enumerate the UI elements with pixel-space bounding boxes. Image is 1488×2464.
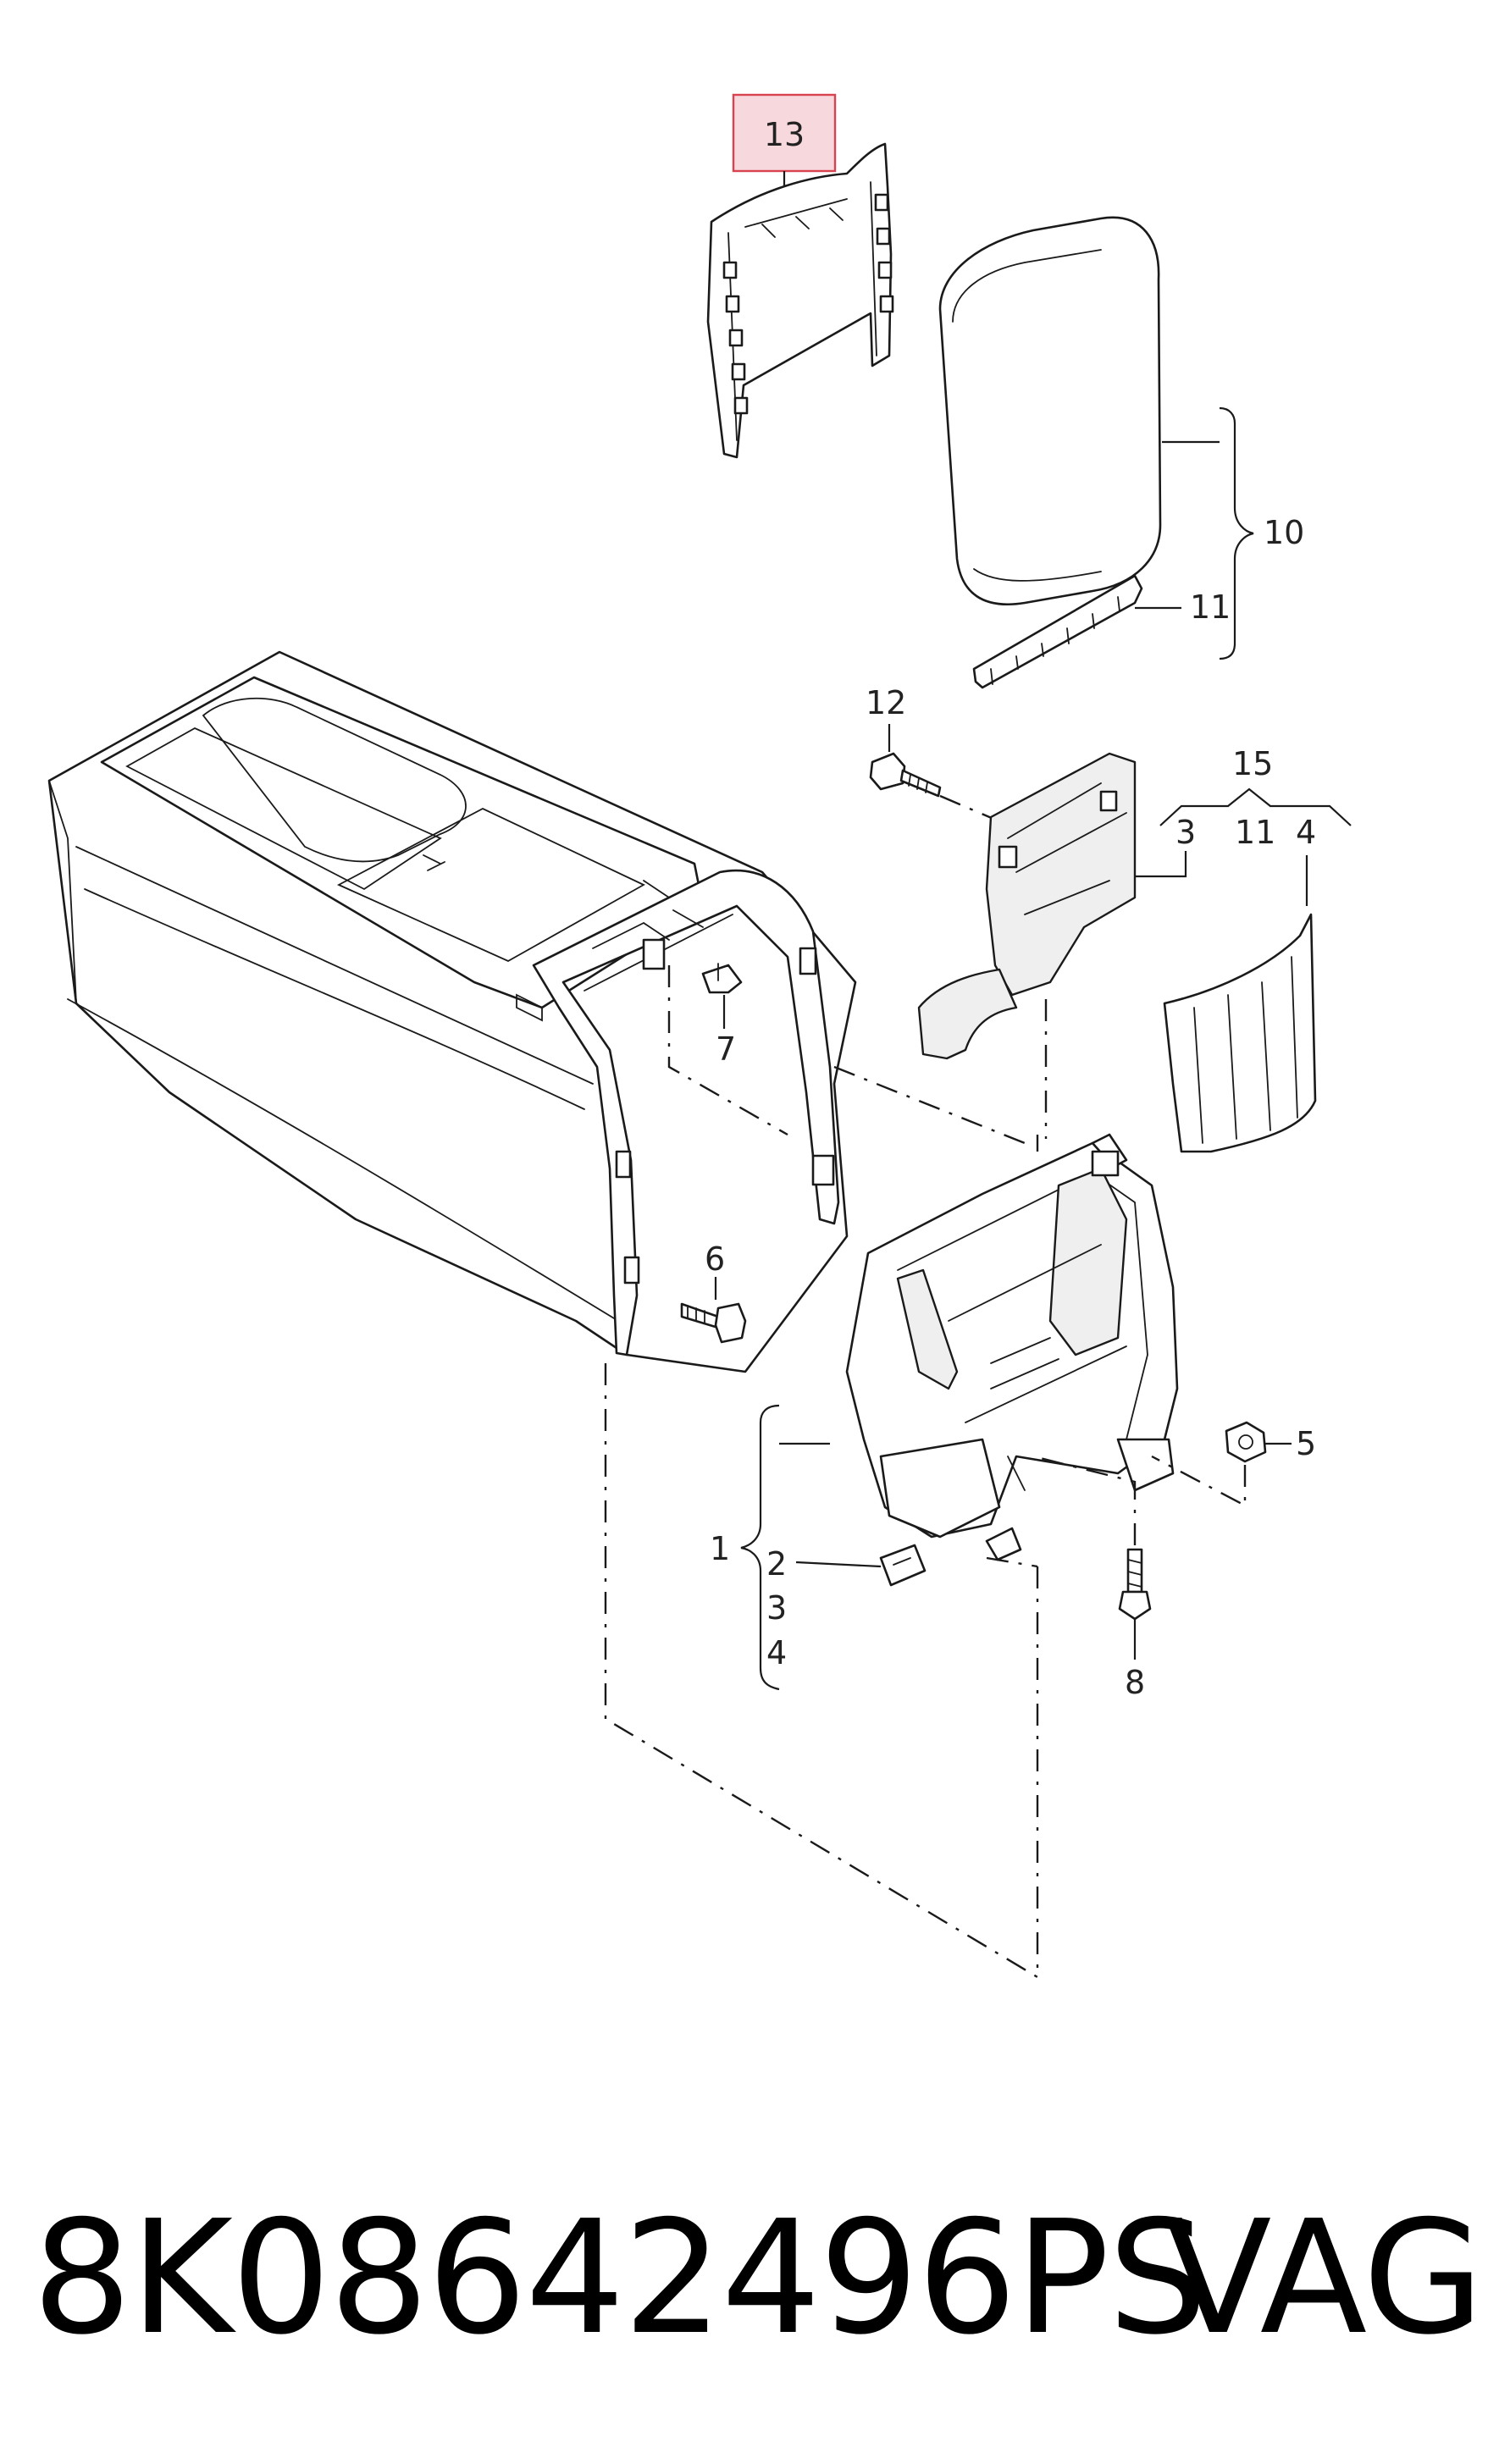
part-2-clip[interactable] — [879, 1544, 927, 1587]
part-12-bolt[interactable] — [869, 752, 942, 798]
part-7-clip[interactable] — [701, 963, 743, 994]
part-8-bolt[interactable] — [1118, 1548, 1152, 1621]
callout-11: 11 — [1190, 588, 1231, 626]
bracket-10 — [1162, 406, 1254, 660]
part-10-armrest-cushion[interactable] — [938, 216, 1162, 606]
callout-8: 8 — [1125, 1664, 1145, 1701]
callout-3b: 3 — [1175, 814, 1196, 851]
part-6-bolt[interactable] — [680, 1302, 747, 1344]
callout-10: 10 — [1264, 514, 1304, 551]
callout-11b: 11 — [1235, 814, 1275, 851]
leader-3 — [1135, 851, 1187, 878]
bracket-1 — [740, 1404, 830, 1691]
brand-text: VAG — [1164, 2186, 1484, 2369]
part-number-text: 8K08642496PS — [32, 2186, 1208, 2369]
callout-2: 2 — [766, 1545, 787, 1583]
callout-4b: 4 — [1296, 814, 1316, 851]
dashline-8 — [1032, 1455, 1137, 1545]
callout-7: 7 — [716, 1030, 736, 1068]
callout-13-label: 13 — [764, 116, 805, 153]
callout-6: 6 — [705, 1240, 725, 1278]
center-console-body[interactable] — [47, 650, 857, 1373]
dashline-7 — [667, 965, 788, 1136]
bracket-15 — [1159, 787, 1352, 826]
part-4-side-cover[interactable] — [1163, 913, 1317, 1153]
callout-3a: 3 — [766, 1589, 787, 1627]
callout-13[interactable]: 13 — [732, 93, 837, 186]
callout-4a: 4 — [766, 1634, 787, 1671]
leader-2 — [795, 1561, 882, 1568]
callout-12: 12 — [866, 684, 906, 721]
dashline-left-long — [604, 1363, 1038, 1979]
part-13-armrest-frame[interactable] — [706, 142, 894, 459]
part-console-rear-trim[interactable] — [532, 869, 840, 1356]
dashline-clip — [986, 1556, 1038, 1568]
dashline-trim-bracket — [833, 1065, 1026, 1145]
part-1-bracket-assembly[interactable] — [845, 1133, 1179, 1561]
part-3-upper-shell[interactable] — [917, 752, 1137, 1060]
callout-5: 5 — [1296, 1425, 1316, 1462]
part-5-nut[interactable] — [1225, 1421, 1267, 1463]
part-11-trim-strip[interactable] — [972, 574, 1143, 689]
dashline-12 — [939, 794, 1000, 823]
dashline-5 — [1151, 1455, 1247, 1507]
callout-1: 1 — [710, 1530, 730, 1567]
callout-15: 15 — [1232, 745, 1273, 782]
